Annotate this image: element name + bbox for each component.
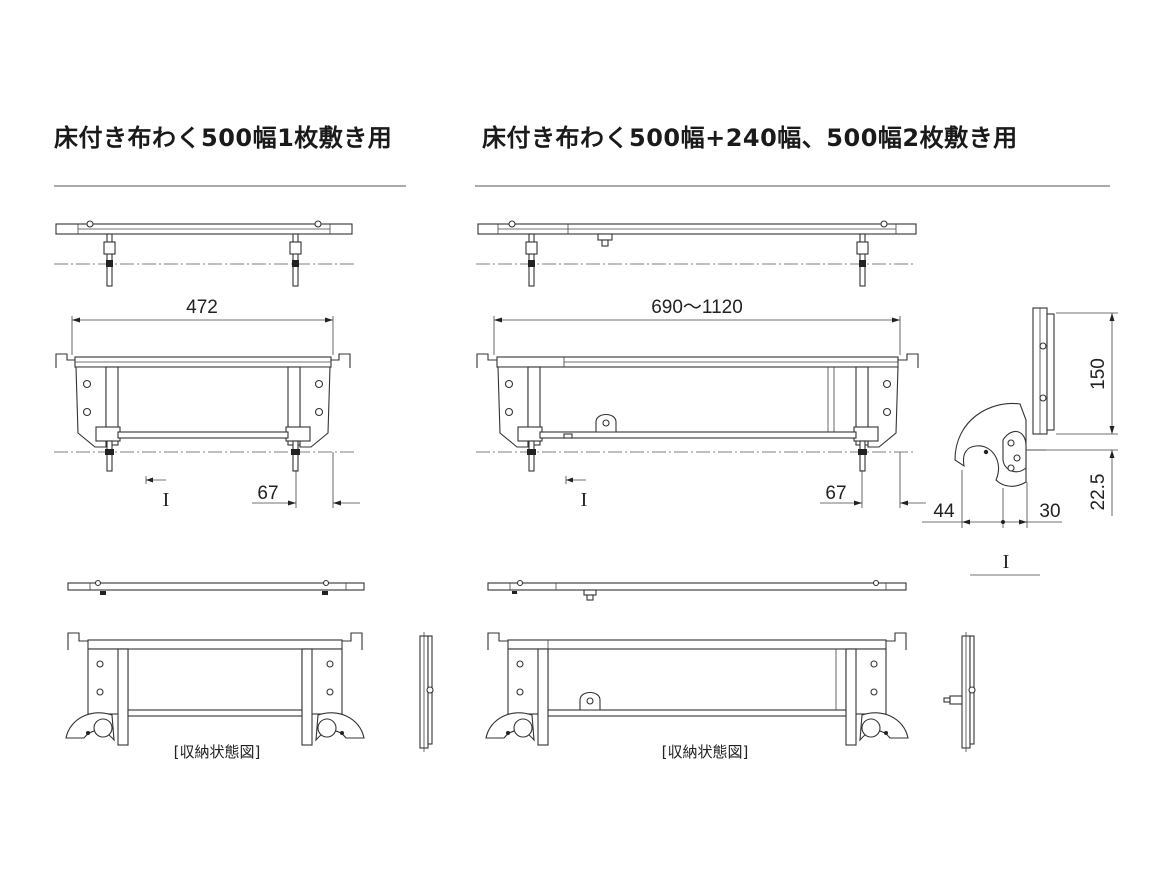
dim-left-width: 472	[186, 297, 218, 318]
section-arrow-right: I	[565, 476, 588, 511]
right-storage-side-view	[943, 632, 976, 752]
left-top-view	[54, 220, 356, 287]
dim-right-offset: 67	[825, 483, 846, 504]
left-storage-top-view	[67, 579, 365, 595]
caption-left-storage: [収納状態図]	[174, 743, 261, 761]
section-arrow-left: I	[145, 476, 170, 511]
section-marker-detail: I	[1003, 551, 1010, 573]
dimension-472: 472	[71, 297, 334, 355]
heading-single-panel: 床付き布わく500幅1枚敷き用	[54, 124, 393, 152]
dimension-67-left: 67	[252, 452, 360, 508]
dim-left-offset: 67	[257, 483, 278, 504]
right-storage-front-view: [収納状態図]	[485, 632, 909, 761]
left-front-view	[54, 353, 356, 472]
section-marker-left: I	[163, 489, 170, 511]
caption-right-storage: [収納状態図]	[662, 743, 749, 761]
right-top-view	[476, 220, 917, 287]
dim-section-hook-height: 22.5	[1088, 474, 1109, 511]
dimension-690-1120: 690～1120	[493, 297, 901, 355]
dimension-67-right: 67	[820, 452, 926, 508]
left-storage-side-view	[419, 632, 434, 752]
right-storage-top-view	[487, 579, 907, 601]
heading-double-panel: 床付き布わく500幅+240幅、500幅2枚敷き用	[482, 124, 1018, 152]
section-marker-right: I	[581, 489, 588, 511]
section-detail-view: 150 22.5 44 30 I	[922, 307, 1118, 576]
left-storage-front-view: [収納状態図]	[65, 632, 365, 761]
dim-section-left: 44	[933, 501, 955, 522]
dim-section-right: 30	[1039, 501, 1060, 522]
right-front-view	[476, 353, 919, 472]
dim-section-height: 150	[1088, 358, 1109, 390]
dim-right-width: 690～1120	[651, 297, 743, 318]
